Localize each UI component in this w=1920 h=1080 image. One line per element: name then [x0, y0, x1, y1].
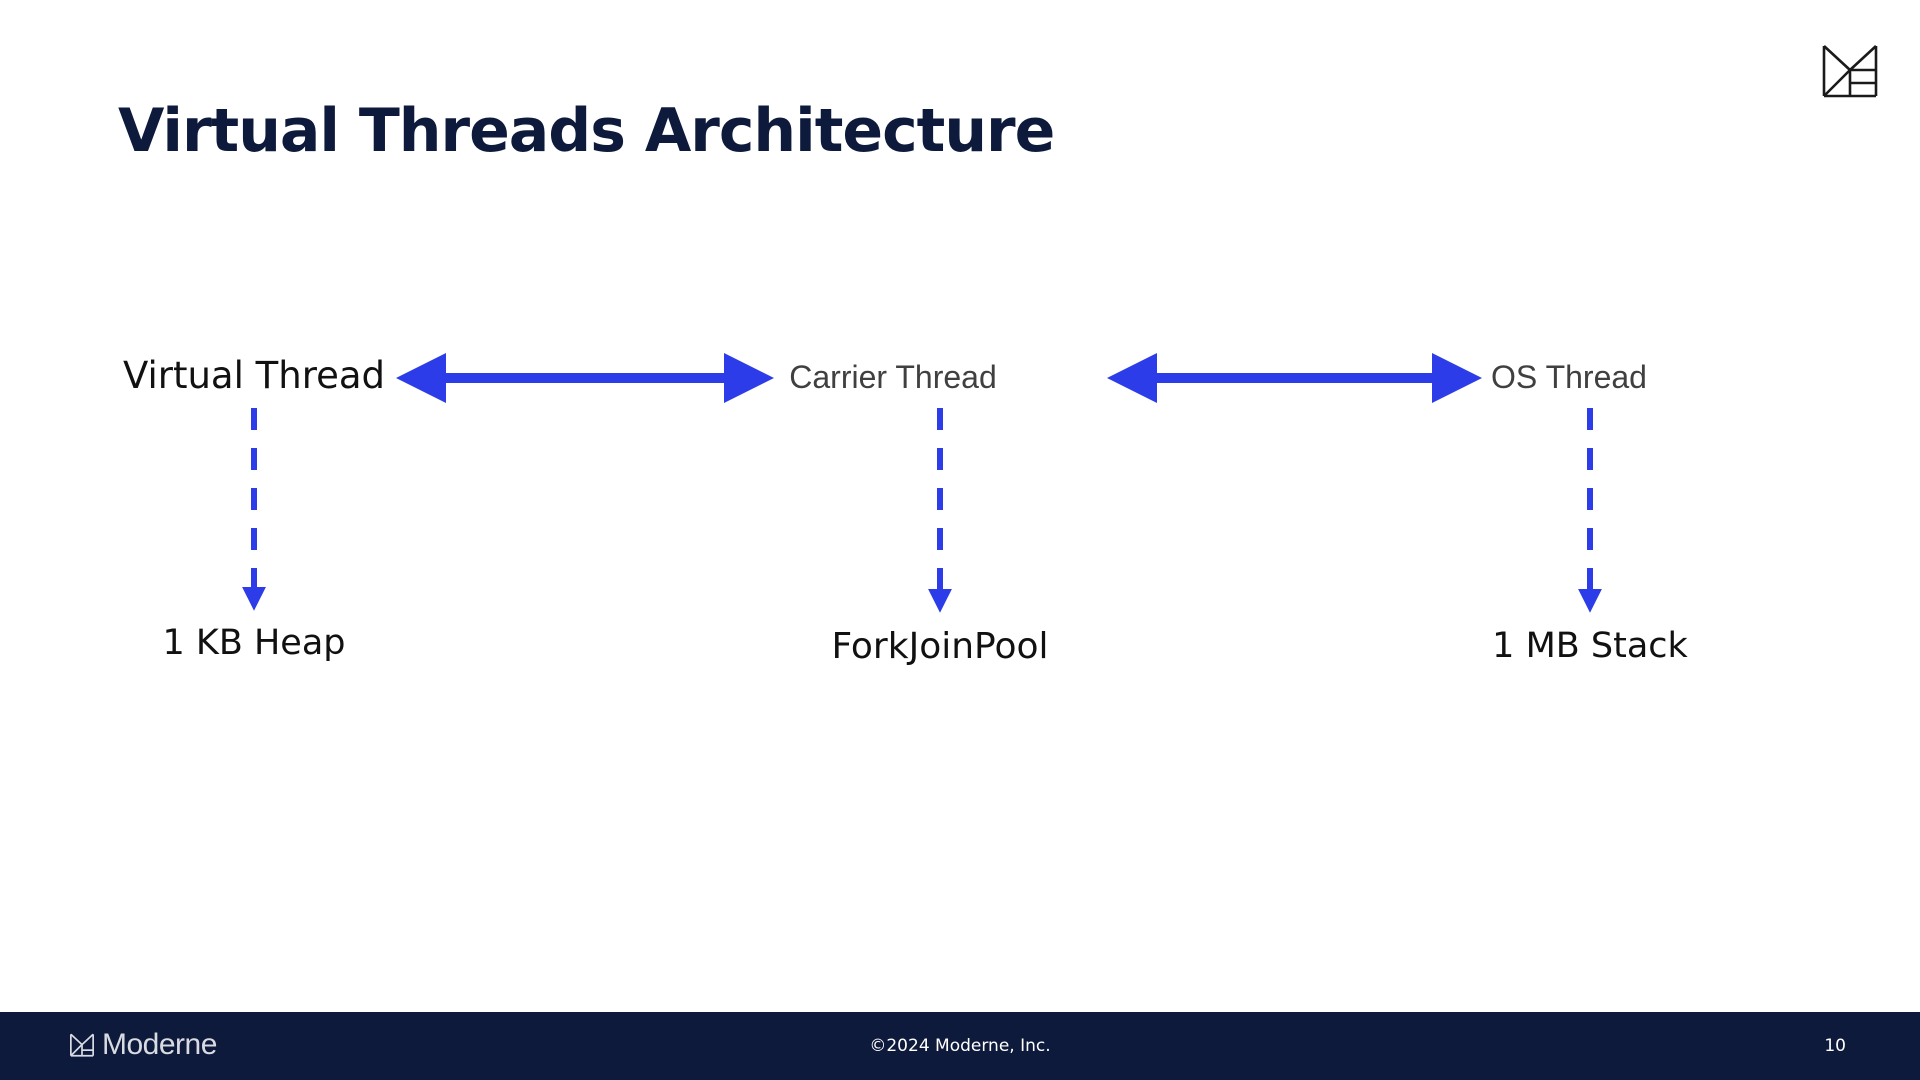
moderne-logo-icon: [70, 1033, 94, 1057]
moderne-logo-icon: [1822, 45, 1878, 98]
architecture-diagram: [242, 353, 1602, 613]
slide-title: Virtual Threads Architecture: [118, 96, 1055, 166]
footer-copyright: ©2024 Moderne, Inc.: [869, 1036, 1051, 1056]
node-heap: 1 KB Heap: [162, 623, 346, 663]
page-number: 10: [1824, 1036, 1846, 1056]
node-virtual-thread: Virtual Thread: [122, 354, 386, 397]
node-carrier-thread: Carrier Thread: [789, 359, 997, 395]
footer-bar: Moderne ©2024 Moderne, Inc. 10: [0, 1012, 1920, 1080]
node-stack: 1 MB Stack: [1492, 626, 1688, 666]
footer-logo: Moderne: [70, 1028, 217, 1062]
node-forkjoinpool: ForkJoinPool: [831, 626, 1049, 667]
node-os-thread: OS Thread: [1491, 359, 1647, 395]
footer-brand: Moderne: [102, 1028, 217, 1061]
